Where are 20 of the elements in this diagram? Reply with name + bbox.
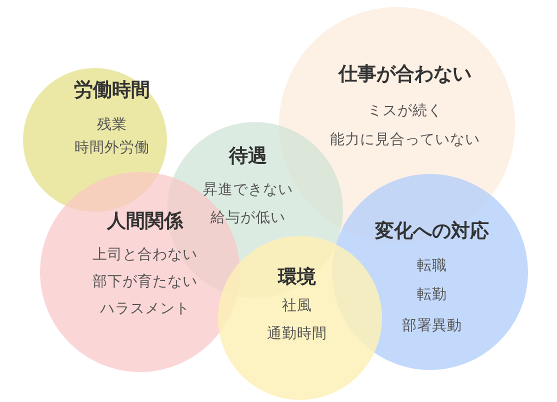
- list-item: 給与が低い: [210, 210, 286, 228]
- list-item: 転職: [417, 258, 447, 276]
- list-item: ハラスメント: [100, 301, 190, 318]
- circle-heading: 変化への対応: [375, 220, 489, 243]
- list-item: 能力に見合っていない: [330, 132, 480, 150]
- circle-heading: 労働時間: [74, 79, 150, 102]
- circle-heading: 環境: [278, 266, 316, 289]
- list-item: 時間外労働: [74, 140, 150, 158]
- circle-heading: 待遇: [229, 145, 267, 168]
- list-item: 転勤: [417, 287, 447, 304]
- circle-heading: 仕事が合わない: [338, 63, 472, 86]
- list-item: 部署異動: [402, 318, 462, 336]
- list-item: 部下が育たない: [92, 274, 198, 292]
- list-item: 社風: [282, 298, 312, 316]
- list-item: 昇進できない: [203, 182, 293, 200]
- circle-heading: 人間関係: [107, 210, 183, 233]
- list-item: ミスが続く: [368, 103, 442, 120]
- list-item: 通勤時間: [267, 326, 327, 344]
- list-item: 上司と合わない: [92, 247, 198, 264]
- list-item: 残業: [97, 117, 127, 134]
